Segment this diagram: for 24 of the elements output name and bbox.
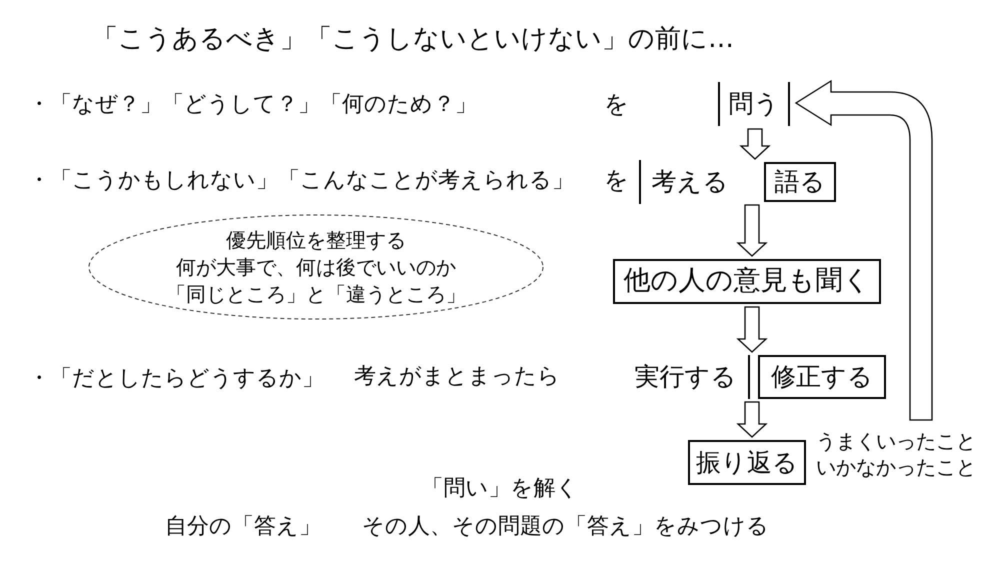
caption-text: その人、その問題の「答え」をみつける <box>362 513 770 541</box>
step-box: 振り返る <box>688 440 806 485</box>
caption-text: 自分の「答え」 <box>165 513 322 541</box>
hollow-arrow <box>736 306 768 353</box>
step-box: 考える <box>639 160 739 204</box>
caption-text: 「問い」を解く <box>420 475 580 503</box>
bullet-text: ・「なぜ？」「どうして？」「何のため？」 <box>28 91 478 119</box>
hollow-arrow <box>795 80 933 421</box>
bullet-text: ・「こうかもしれない」「こんなことが考えられる」 <box>28 167 575 195</box>
hollow-arrow <box>739 128 771 160</box>
step-box: 修正する <box>758 355 886 399</box>
side-note: うまくいったこといかなかったこと <box>816 428 977 480</box>
particle-text: を <box>604 165 630 196</box>
hollow-arrow <box>736 401 768 438</box>
note-text: 考えがまとまったら <box>354 363 561 391</box>
step-box: 他の人の意見も聞く <box>613 259 881 304</box>
title: 「こうあるべき」「こうしないといけない」の前に… <box>92 23 734 56</box>
step-box: 問う <box>718 82 790 126</box>
note-ellipse: 優先順位を整理する 何が大事で、何は後でいいのか 「同じところ」と「違うところ」 <box>88 214 544 320</box>
hollow-arrow <box>736 204 768 257</box>
bullet-text: ・「だとしたらどうするか」 <box>28 365 325 393</box>
step-box: 語る <box>764 162 836 202</box>
step-box: 実行する <box>623 355 750 399</box>
particle-text: を <box>604 89 630 120</box>
